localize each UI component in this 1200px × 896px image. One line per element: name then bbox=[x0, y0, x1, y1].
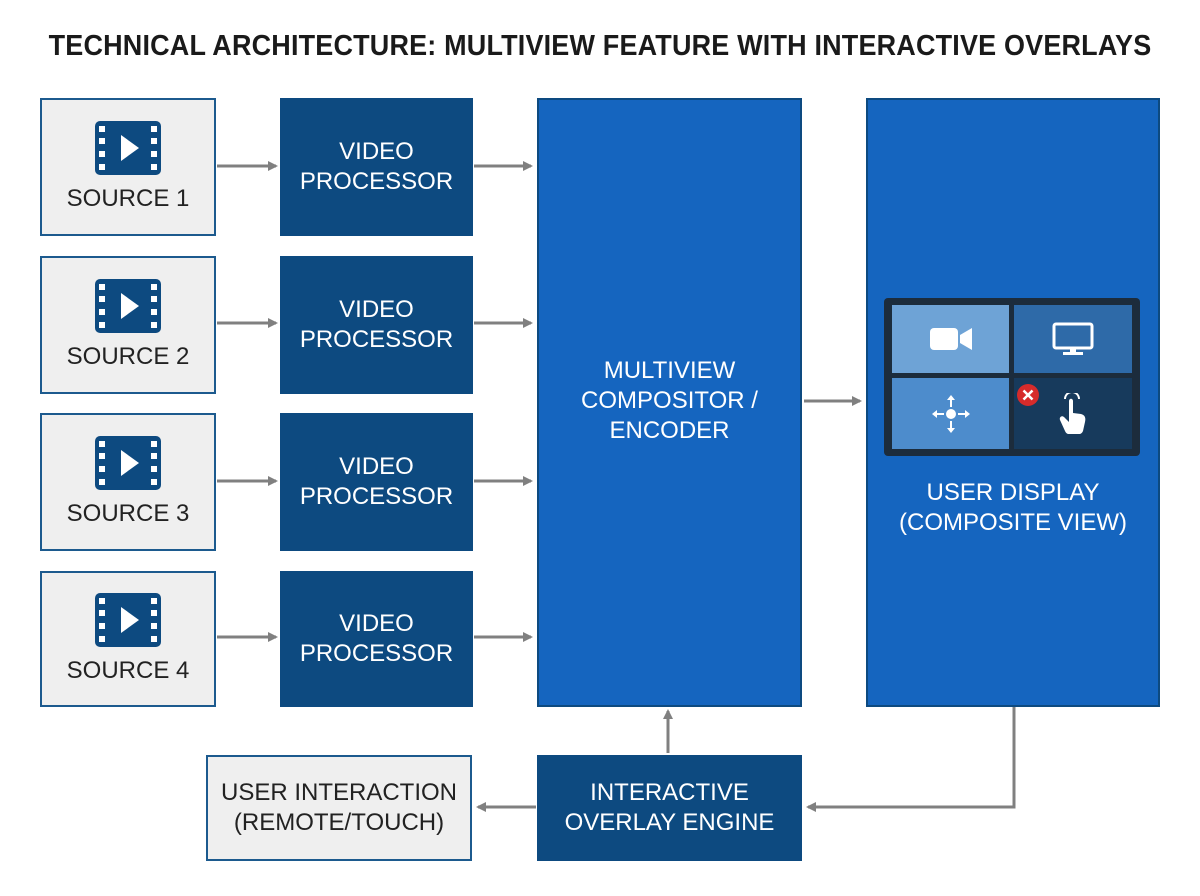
source-box-2: SOURCE 2 bbox=[40, 256, 216, 394]
monitor-icon bbox=[1052, 322, 1094, 355]
processor-label-line2: PROCESSOR bbox=[299, 483, 454, 510]
processor-label-line1: VIDEO bbox=[339, 610, 414, 637]
arrow-display-engine bbox=[806, 707, 1016, 812]
video-file-icon bbox=[95, 593, 161, 647]
processor-label-line2: PROCESSOR bbox=[299, 168, 454, 195]
composite-view-screen bbox=[884, 298, 1140, 456]
source-box-3: SOURCE 3 bbox=[40, 413, 216, 551]
user-interaction-line1: USER INTERACTION bbox=[220, 779, 457, 806]
compositor-label: MULTIVIEW COMPOSITOR / ENCODER bbox=[537, 356, 802, 446]
diagram-title: TECHNICAL ARCHITECTURE: MULTIVIEW FEATUR… bbox=[48, 30, 1152, 62]
screen-tile-move bbox=[892, 378, 1009, 449]
processor-label-line1: VIDEO bbox=[339, 296, 414, 323]
processor-label-line2: PROCESSOR bbox=[299, 326, 454, 353]
user-interaction-line2: (REMOTE/TOUCH) bbox=[233, 809, 445, 836]
engine-label-line2: OVERLAY ENGINE bbox=[564, 809, 775, 836]
display-label-line1: USER DISPLAY bbox=[926, 479, 1100, 506]
source-label: SOURCE 4 bbox=[66, 657, 190, 684]
close-icon[interactable] bbox=[1016, 383, 1040, 407]
display-label-line2: (COMPOSITE VIEW) bbox=[899, 509, 1127, 536]
video-file-icon bbox=[95, 436, 161, 490]
video-file-icon bbox=[95, 279, 161, 333]
processor-label-line2: PROCESSOR bbox=[299, 640, 454, 667]
interactive-overlay-engine-box: INTERACTIVE OVERLAY ENGINE bbox=[537, 755, 802, 861]
compositor-label-line2: COMPOSITOR / bbox=[581, 387, 758, 414]
compositor-label-line1: MULTIVIEW bbox=[603, 357, 736, 384]
source-box-4: SOURCE 4 bbox=[40, 571, 216, 707]
source-label: SOURCE 3 bbox=[66, 500, 190, 527]
source-box-1: SOURCE 1 bbox=[40, 98, 216, 236]
source-label: SOURCE 1 bbox=[66, 185, 190, 212]
move-arrows-icon bbox=[931, 394, 970, 433]
touch-hand-icon bbox=[1059, 392, 1086, 434]
screen-tile-monitor bbox=[1014, 305, 1132, 373]
video-camera-icon bbox=[929, 328, 972, 350]
compositor-label-line3: ENCODER bbox=[609, 417, 730, 444]
user-interaction-box: USER INTERACTION (REMOTE/TOUCH) bbox=[206, 755, 472, 861]
video-processor-2: VIDEO PROCESSOR bbox=[280, 256, 473, 394]
video-processor-4: VIDEO PROCESSOR bbox=[280, 571, 473, 707]
user-display-label: USER DISPLAY (COMPOSITE VIEW) bbox=[866, 478, 1160, 538]
video-processor-3: VIDEO PROCESSOR bbox=[280, 413, 473, 551]
multiview-compositor-box bbox=[537, 98, 802, 707]
processor-label-line1: VIDEO bbox=[339, 138, 414, 165]
screen-tile-camera bbox=[892, 305, 1009, 373]
video-file-icon bbox=[95, 121, 161, 175]
engine-label-line1: INTERACTIVE bbox=[590, 779, 749, 806]
processor-label-line1: VIDEO bbox=[339, 453, 414, 480]
source-label: SOURCE 2 bbox=[66, 343, 190, 370]
video-processor-1: VIDEO PROCESSOR bbox=[280, 98, 473, 236]
